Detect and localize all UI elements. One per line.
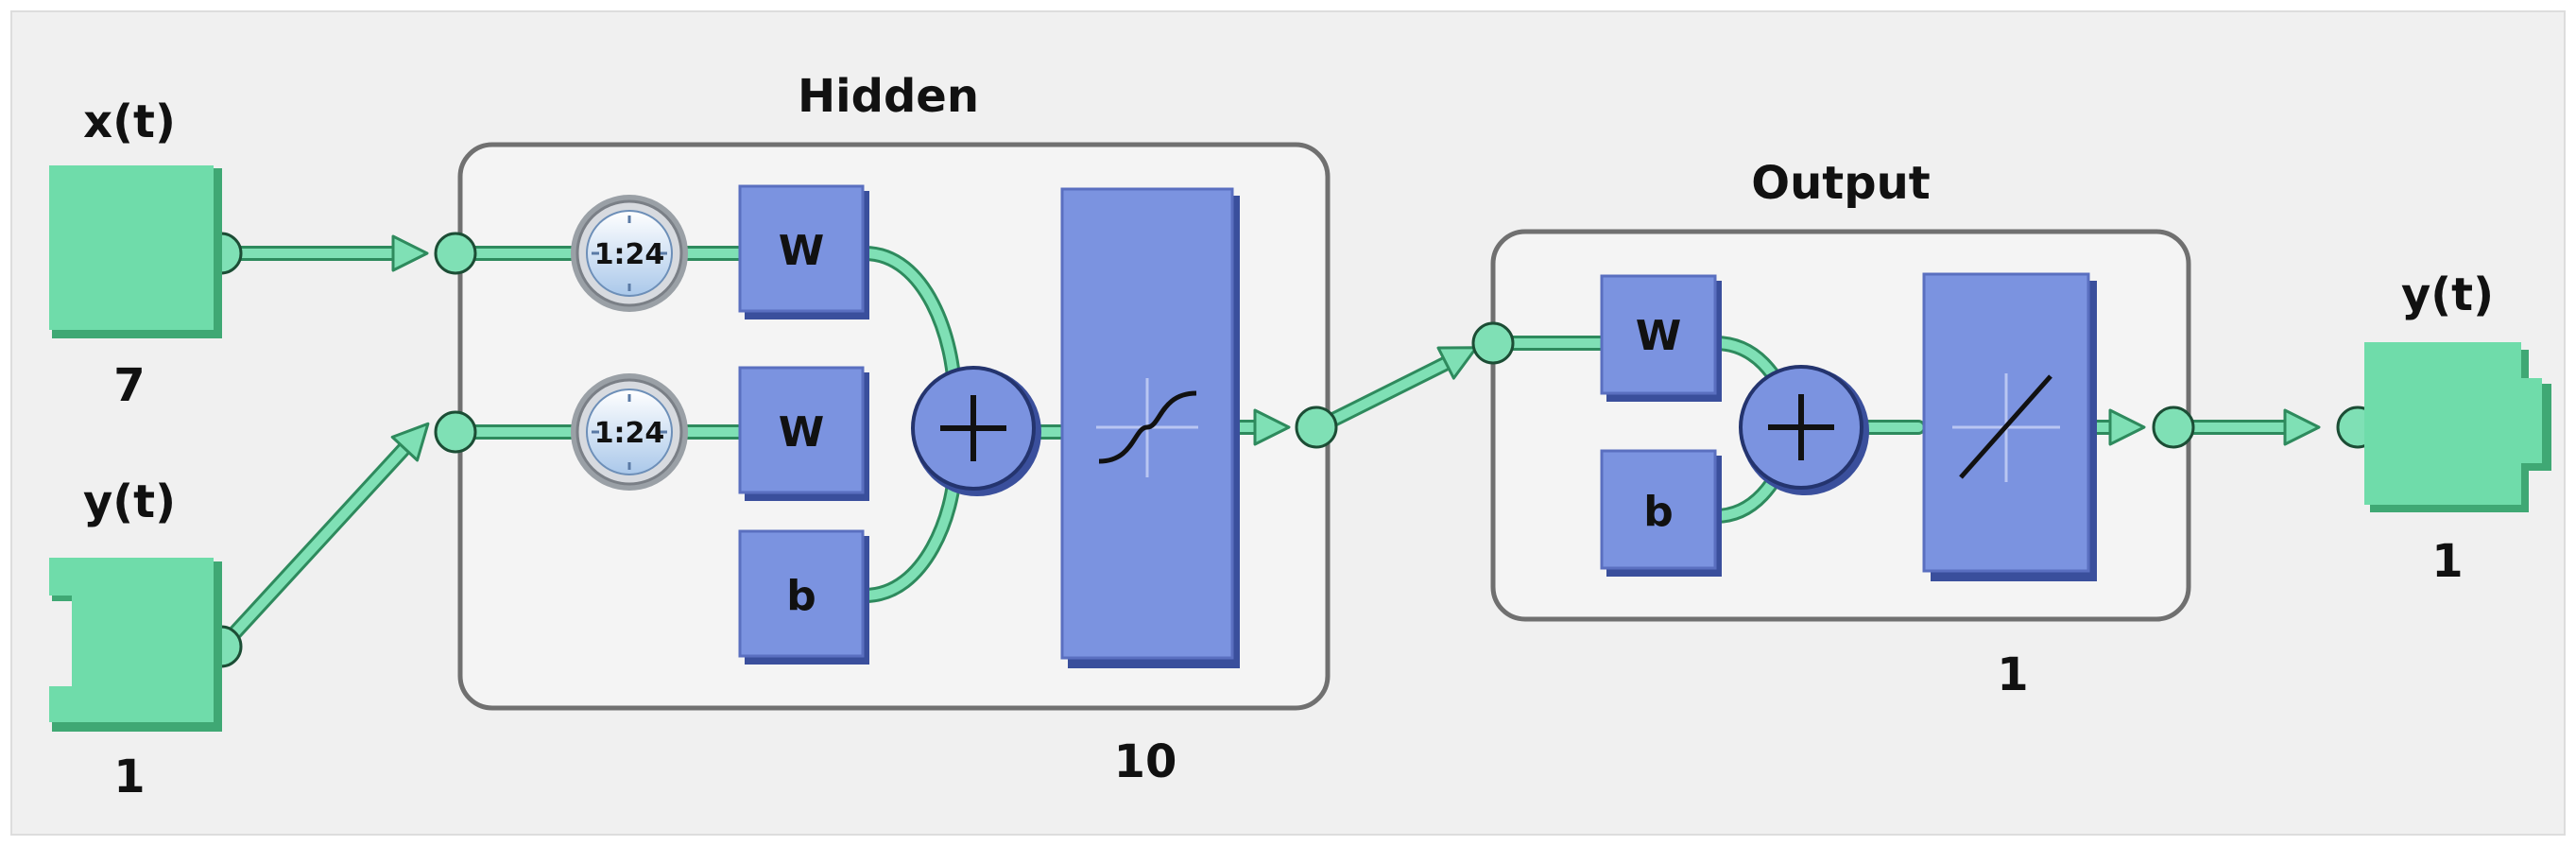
node-hidden-in-2 <box>434 410 477 454</box>
arrow-hidden-transfer <box>1253 408 1291 446</box>
input-x-block <box>49 165 222 338</box>
hidden-sum-node <box>911 366 1041 496</box>
node-output-out <box>2152 406 2195 449</box>
input-y-feedback-block <box>49 558 222 732</box>
node-hidden-out <box>1295 406 1338 449</box>
arrow-to-output-layer <box>1436 346 1478 380</box>
hidden-bias-label: b <box>786 572 816 620</box>
hidden-weight-label-1: W <box>779 227 825 275</box>
output-transfer-block <box>1922 272 2097 581</box>
plus-icon <box>1768 394 1834 460</box>
output-bias-label: b <box>1643 488 1674 536</box>
output-weight-label: W <box>1636 312 1682 360</box>
linear-icon <box>1952 373 2060 482</box>
arrow-output-transfer <box>2108 408 2146 446</box>
input-y-label: y(t) <box>83 475 176 528</box>
output-bias-block: b <box>1600 449 1722 577</box>
clock-icon <box>592 216 667 291</box>
output-layer-title: Output <box>1751 157 1930 210</box>
output-weight-block: W <box>1600 274 1722 402</box>
node-hidden-in-1 <box>434 232 477 275</box>
plus-icon <box>940 395 1006 461</box>
output-y-block <box>2364 342 2551 512</box>
hidden-weight-block-2: W <box>738 366 869 501</box>
clock-icon <box>592 394 667 470</box>
input-x-label: x(t) <box>83 95 176 148</box>
hidden-weight-label-2: W <box>779 408 825 457</box>
delay-label-1: 1:24 <box>594 238 665 271</box>
hidden-bias-block: b <box>738 529 869 665</box>
arrow-y-input <box>390 422 430 462</box>
hidden-weight-block-1: W <box>738 184 869 319</box>
output-label: y(t) <box>2401 268 2494 321</box>
sigmoid-icon <box>1096 378 1198 477</box>
output-layer-size: 1 <box>1997 648 2028 701</box>
delay-label-2: 1:24 <box>594 417 665 450</box>
hidden-transfer-block <box>1060 187 1240 668</box>
hidden-layer-title: Hidden <box>798 70 979 123</box>
arrow-to-output <box>2283 408 2321 446</box>
input-y-size: 1 <box>113 751 145 803</box>
hidden-layer-size: 10 <box>1114 735 1177 788</box>
output-sum-node <box>1739 365 1869 495</box>
connections <box>216 246 2302 652</box>
input-x-size: 7 <box>113 359 145 412</box>
output-size: 1 <box>2431 535 2463 588</box>
tapped-delay-line-1: 1:24 <box>571 195 688 312</box>
arrow-heads <box>390 234 2321 462</box>
tapped-delay-line-2: 1:24 <box>571 373 688 491</box>
node-output-in <box>1471 321 1515 365</box>
arrow-x-input <box>391 234 429 272</box>
